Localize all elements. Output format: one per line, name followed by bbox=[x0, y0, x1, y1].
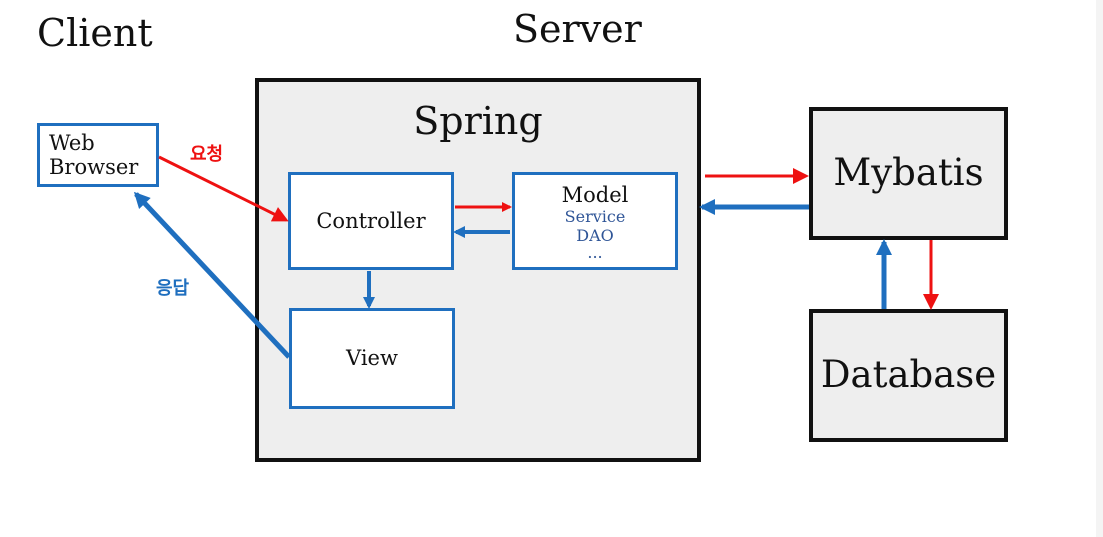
controller-label: Controller bbox=[316, 208, 426, 233]
mybatis-label: Mybatis bbox=[833, 151, 984, 195]
request-label: 요청 bbox=[190, 144, 224, 165]
database-node: Database bbox=[809, 309, 1008, 442]
request-browser-to-controller-arrow bbox=[158, 155, 289, 222]
client-heading: Client bbox=[37, 11, 153, 55]
view-label: View bbox=[346, 346, 398, 371]
response-view-to-browser-arrow bbox=[133, 191, 291, 359]
controller-node: Controller bbox=[288, 172, 454, 270]
model-item-dao: DAO bbox=[576, 226, 614, 246]
model-item-service: Service bbox=[564, 207, 626, 227]
mybatis-node: Mybatis bbox=[809, 107, 1008, 240]
model-title: Model bbox=[561, 183, 629, 207]
spring-title: Spring bbox=[413, 99, 543, 143]
model-item-more: ... bbox=[587, 242, 603, 262]
web-browser-label-line2: Browser bbox=[49, 155, 139, 179]
page-edge bbox=[1096, 0, 1103, 537]
model-node: Model Service DAO ... bbox=[512, 172, 678, 270]
web-browser-label-line1: Web bbox=[49, 130, 95, 155]
spring-container: Spring bbox=[255, 78, 701, 462]
web-browser-node: Web Browser bbox=[37, 123, 159, 187]
database-label: Database bbox=[820, 353, 997, 397]
view-node: View bbox=[289, 308, 455, 409]
response-label: 응답 bbox=[156, 278, 190, 299]
server-heading: Server bbox=[513, 7, 642, 51]
